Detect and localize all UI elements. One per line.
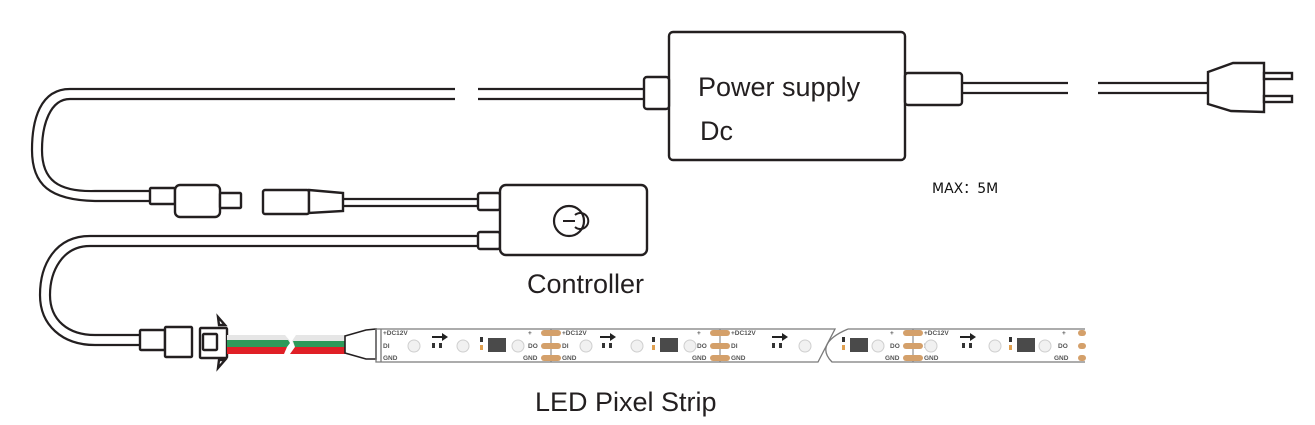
pin-label-out-do: DO [890,343,900,350]
ic-chip [660,338,678,352]
solder-pad [541,343,561,349]
led-pixel [456,339,470,353]
resistor [969,343,972,348]
resistor [609,343,612,348]
smd-component [480,345,483,350]
capacitor [1009,337,1012,342]
ic-chip [488,338,506,352]
capacitor [480,337,483,342]
solder-pad [541,330,561,336]
led-strip-label: LED Pixel Strip [535,387,717,417]
pin-label-out-gnd: GND [523,355,538,362]
resistor [602,343,605,348]
solder-pad [1078,330,1086,336]
pin-label-in-voltage: +DC12V [731,330,756,337]
max-length-label: MAX：5M [932,181,998,197]
pin-label-in-gnd: GND [731,355,746,362]
pin-label-out-do: DO [697,343,707,350]
pin-label-out-do: DO [1058,343,1068,350]
pin-label-in-di: DI [383,343,390,350]
pin-label-in-di: DI [731,343,738,350]
led-pixel [871,339,885,353]
pin-label-in-gnd: GND [924,355,939,362]
smd-component [1009,345,1012,350]
power-supply-output-connector [642,75,671,111]
solder-pad [1078,355,1086,361]
dc-male-connector [148,183,243,219]
led-pixel [511,339,525,353]
pin-label-out-do: DO [528,343,538,350]
dc-female-connector [261,188,345,216]
pin-label-out-plus: + [1062,330,1066,337]
resistor [432,343,435,348]
power-button-icon[interactable] [552,204,590,238]
resistor [772,343,775,348]
ic-chip [1017,338,1035,352]
pin-label-out-gnd: GND [885,355,900,362]
jst-connector [138,313,229,372]
capacitor [842,337,845,342]
resistor [779,343,782,348]
solder-pad [710,343,730,349]
ac-cable [962,81,1209,95]
solder-pad [903,330,923,336]
solder-pad [903,355,923,361]
pin-label-in-di: DI [562,343,569,350]
solder-pad [1078,343,1086,349]
led-pixel [1038,339,1052,353]
pin-label-in-voltage: +DC12V [562,330,587,337]
power-supply-label: Power supply [698,72,861,102]
strip-end-cap [344,328,377,360]
pin-label-in-gnd: GND [383,355,398,362]
dc-cable [30,87,644,203]
led-pixel [579,339,593,353]
smd-component [652,345,655,350]
direction-arrow-head-icon [782,333,788,341]
pin-label-out-plus: + [528,330,532,337]
ic-chip [850,338,868,352]
pin-label-in-voltage: +DC12V [924,330,949,337]
led-pixel [924,339,938,353]
solder-pad [903,343,923,349]
solder-pad [710,330,730,336]
pin-label-out-gnd: GND [692,355,707,362]
pin-label-out-gnd: GND [1054,355,1069,362]
resistor [962,343,965,348]
resistor [439,343,442,348]
led-pixel [798,339,812,353]
pin-label-out-plus: + [890,330,894,337]
direction-arrow-head-icon [970,333,976,341]
direction-arrow-head-icon [610,333,616,341]
led-pixel [407,339,421,353]
direction-arrow-head-icon [442,333,448,341]
led-pixel [988,339,1002,353]
power-supply: Power supply Dc [667,30,907,162]
pin-label-out-plus: + [697,330,701,337]
smd-component [842,345,845,350]
solder-pad [710,355,730,361]
pin-label-in-voltage: +DC12V [383,330,408,337]
power-supply-type-label: Dc [700,116,733,146]
solder-pad [541,355,561,361]
strip-lead-wires [227,335,345,354]
led-pixel [683,339,697,353]
controller: Controller [476,183,649,299]
capacitor [652,337,655,342]
pin-label-in-gnd: GND [562,355,577,362]
power-supply-input-connector [903,71,964,107]
controller-output-cable [38,234,478,347]
led-pixel [630,339,644,353]
controller-label: Controller [527,269,644,299]
ac-plug-icon [1206,61,1294,114]
led-strip: +DC12V DI GND + DO GND +DC12V DI GND + DO GND +DC12V… [375,328,1086,363]
